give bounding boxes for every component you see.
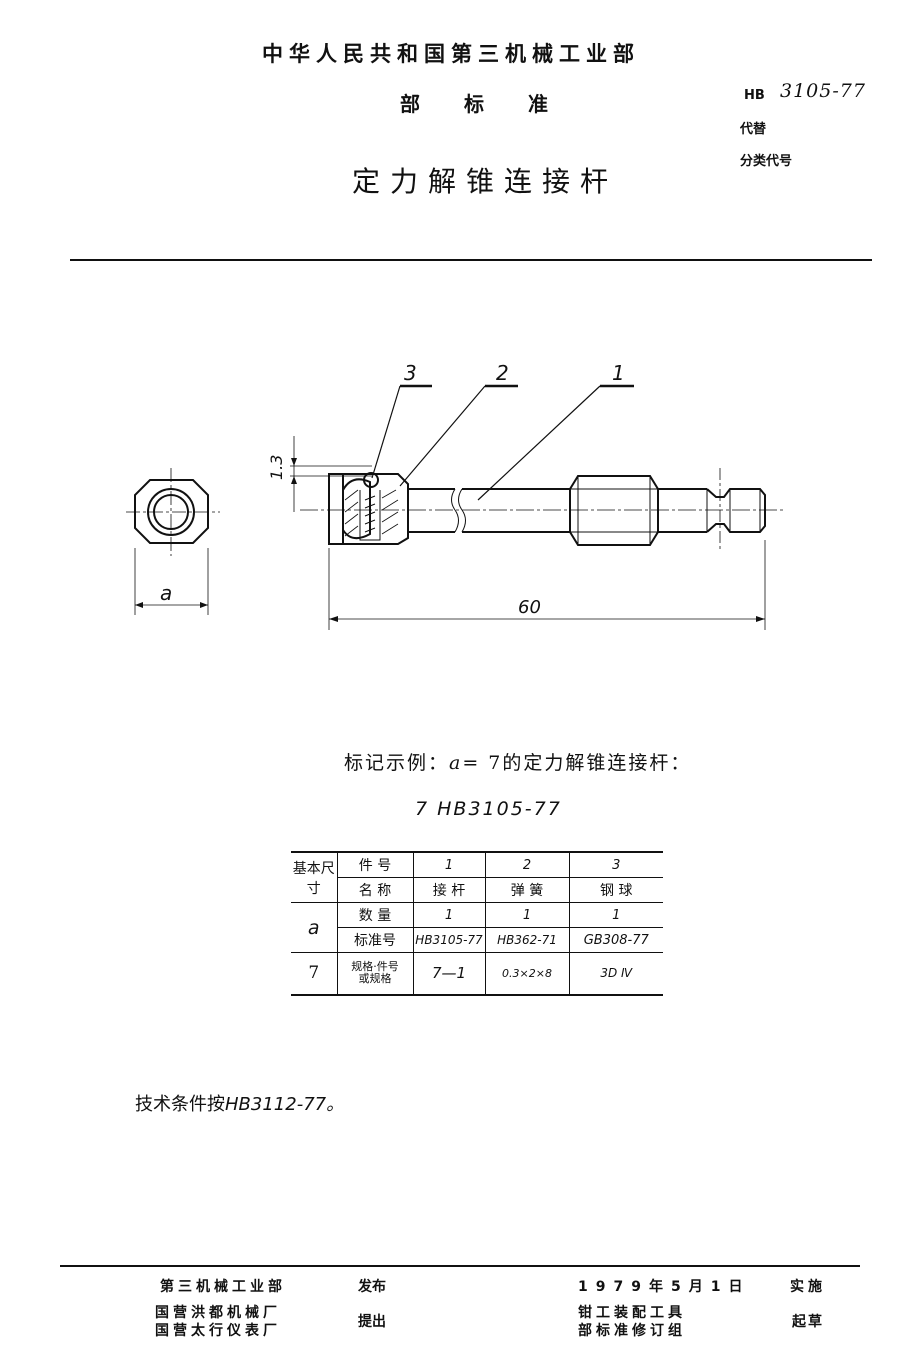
footer-drafted: 起草 <box>792 1314 824 1330</box>
standard-code-number: 3105-77 <box>780 80 866 102</box>
qty-1: 1 <box>412 902 486 928</box>
part-no-3: 3 <box>568 851 663 878</box>
marking-code: 7 HB3105-77 <box>415 798 562 820</box>
footer-proposer-2: 国营太行仪表厂 <box>155 1323 281 1339</box>
header-rule <box>70 259 872 261</box>
footer-proposed: 提出 <box>358 1314 386 1330</box>
part-no-1: 1 <box>412 851 486 878</box>
marking-prefix: 标记示例： <box>344 752 450 774</box>
spec-2: 0.3×2×8 <box>484 952 570 996</box>
replaces-label: 代替 <box>740 122 767 137</box>
footer-drafter-1: 钳工装配工具 <box>578 1305 686 1321</box>
spec-1: 7—1 <box>412 952 486 996</box>
row-name-label: 名 称 <box>336 877 414 903</box>
row-spec-label-2: 或规格 <box>358 972 392 986</box>
marking-example: 标记示例：a= 7的定力解锥连接杆： <box>344 748 691 775</box>
row-part-no-label: 件 号 <box>336 851 414 878</box>
footer-rule <box>60 1265 860 1267</box>
technical-drawing: 3 2 1 1.3 a 60 <box>126 361 785 630</box>
footer-effective: 实施 <box>790 1279 826 1295</box>
marking-rest: = 7的定力解锥连接杆： <box>462 752 692 774</box>
class-code-label: 分类代号 <box>740 154 793 169</box>
row-spec-label-1: 规格·件号 <box>351 960 399 974</box>
technical-conditions: 技术条件按HB3112-77。 <box>135 1090 344 1116</box>
leader-label-3: 3 <box>404 361 417 385</box>
part-name-2: 弹 簧 <box>484 877 570 903</box>
dim-width-label: a <box>160 581 172 605</box>
footer-proposer-1: 国营洪都机械厂 <box>155 1305 281 1321</box>
leader-label-1: 1 <box>612 361 625 385</box>
footer-issued: 发布 <box>358 1279 386 1295</box>
dim-ball-height: 1.3 <box>267 455 286 480</box>
marking-var: a <box>449 752 463 774</box>
standard-type: 部标准 <box>400 92 592 116</box>
std-1: HB3105-77 <box>412 927 486 953</box>
footer-drafter-2: 部标准修订组 <box>578 1323 686 1339</box>
part-no-2: 2 <box>484 851 570 878</box>
size-value: 7 <box>291 952 338 996</box>
part-name-3: 钢 球 <box>568 877 663 903</box>
leader-label-2: 2 <box>496 361 509 385</box>
std-3: GB308-77 <box>568 927 663 953</box>
dim-symbol: a <box>291 902 338 953</box>
row-spec-label: 规格·件号 或规格 <box>336 952 414 996</box>
std-2: HB362-71 <box>484 927 570 953</box>
tech-prefix: 技术条件按 <box>135 1094 225 1115</box>
qty-3: 1 <box>568 902 663 928</box>
row-std-label: 标准号 <box>336 927 414 953</box>
part-leaders <box>371 384 634 501</box>
basic-dim-label: 基本尺寸 <box>291 851 338 903</box>
part-name-1: 接 杆 <box>412 877 486 903</box>
qty-2: 1 <box>484 902 570 928</box>
parts-table: 基本尺寸 件 号 1 2 3 名 称 接 杆 弹 簧 钢 球 a 数 量 1 1… <box>291 851 663 996</box>
dim-length-label: 60 <box>518 597 541 618</box>
ministry-name: 中华人民共和国第三机械工业部 <box>262 42 640 66</box>
document-title: 定力解锥连接杆 <box>352 165 619 198</box>
footer-issuer: 第三机械工业部 <box>160 1279 286 1295</box>
end-view <box>126 468 220 615</box>
footer-date: 1979年5月1日 <box>578 1279 751 1295</box>
standard-code-prefix: HB <box>744 88 765 103</box>
tech-ref: HB3112-77。 <box>225 1094 345 1115</box>
side-view <box>328 472 766 546</box>
row-qty-label: 数 量 <box>336 902 414 928</box>
spec-3: 3D Ⅳ <box>568 952 663 996</box>
